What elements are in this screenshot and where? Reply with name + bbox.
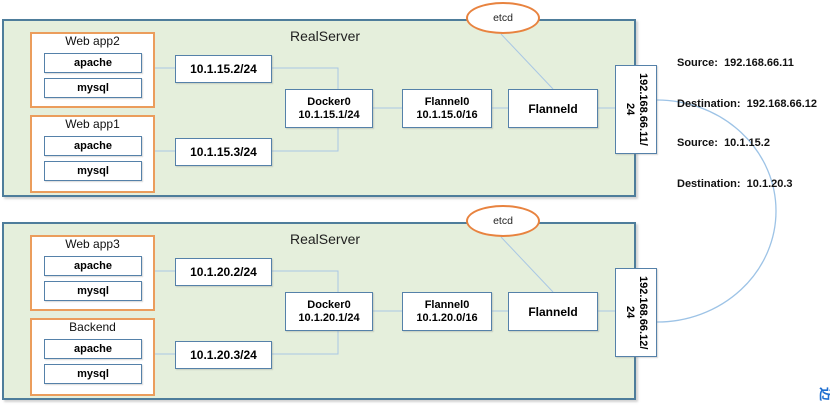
process-box-mysql: mysql (44, 78, 142, 98)
etcd-node-1: etcd (466, 2, 540, 34)
flannel0-interface-box: Flannel0 10.1.15.0/16 (402, 89, 492, 128)
realserver-2-group: RealServer etcd Web app3 apache mysql Ba… (0, 203, 830, 407)
process-box-apache: apache (44, 256, 142, 276)
packet-annotation-inner: Source: 10.1.15.2 Destination: 10.1.20.3 (677, 110, 793, 218)
process-box-apache: apache (44, 339, 142, 359)
veth-ip-box: 10.1.15.3/24 (175, 138, 272, 166)
eth-interface-box: 192.168.66.12/ 24 (615, 268, 657, 357)
veth-ip-box: 10.1.20.3/24 (175, 341, 272, 369)
eth-interface-box: 192.168.66.11/ 24 (615, 65, 657, 154)
process-box-apache: apache (44, 136, 142, 156)
annotation-source: Source: 10.1.15.2 (677, 137, 770, 149)
flannel0-ip: 10.1.20.0/16 (416, 311, 478, 324)
flanneld-daemon-box: Flanneld (508, 292, 598, 331)
container-title-webapp1: Web app1 (65, 117, 120, 131)
realserver-2-title: RealServer (289, 231, 361, 247)
process-box-mysql: mysql (44, 161, 142, 181)
eth-ip-vertical-text: 192.168.66.11/ 24 (624, 73, 649, 146)
container-title-backend: Backend (69, 320, 116, 334)
annotation-destination: Destination: 10.1.20.3 (677, 177, 793, 190)
process-box-apache: apache (44, 53, 142, 73)
docker0-ip: 10.1.15.1/24 (298, 108, 360, 121)
process-box-mysql: mysql (44, 364, 142, 384)
veth-ip-box: 10.1.15.2/24 (175, 55, 272, 83)
flannel0-interface-box: Flannel0 10.1.20.0/16 (402, 292, 492, 331)
docker0-bridge-box: Docker0 10.1.20.1/24 (285, 292, 373, 331)
process-box-mysql: mysql (44, 281, 142, 301)
flannel0-ip: 10.1.15.0/16 (416, 108, 478, 121)
realserver-1-title: RealServer (289, 28, 361, 44)
docker0-label: Docker0 (307, 298, 351, 311)
eth-ip-vertical-text: 192.168.66.12/ 24 (624, 275, 649, 350)
container-title-webapp3: Web app3 (65, 237, 120, 251)
watermark-glyph: 迈 (816, 387, 830, 401)
etcd-node-2: etcd (466, 205, 540, 237)
docker0-ip: 10.1.20.1/24 (298, 311, 360, 324)
annotation-destination: Destination: 192.168.66.12 (677, 97, 818, 110)
container-title-webapp2: Web app2 (65, 34, 120, 48)
docker0-label: Docker0 (307, 95, 351, 108)
flanneld-daemon-box: Flanneld (508, 89, 598, 128)
flannel0-label: Flannel0 (424, 95, 470, 108)
docker0-bridge-box: Docker0 10.1.15.1/24 (285, 89, 373, 128)
annotation-source: Source: 192.168.66.11 (677, 57, 794, 69)
veth-ip-box: 10.1.20.2/24 (175, 258, 272, 286)
flannel0-label: Flannel0 (424, 298, 470, 311)
